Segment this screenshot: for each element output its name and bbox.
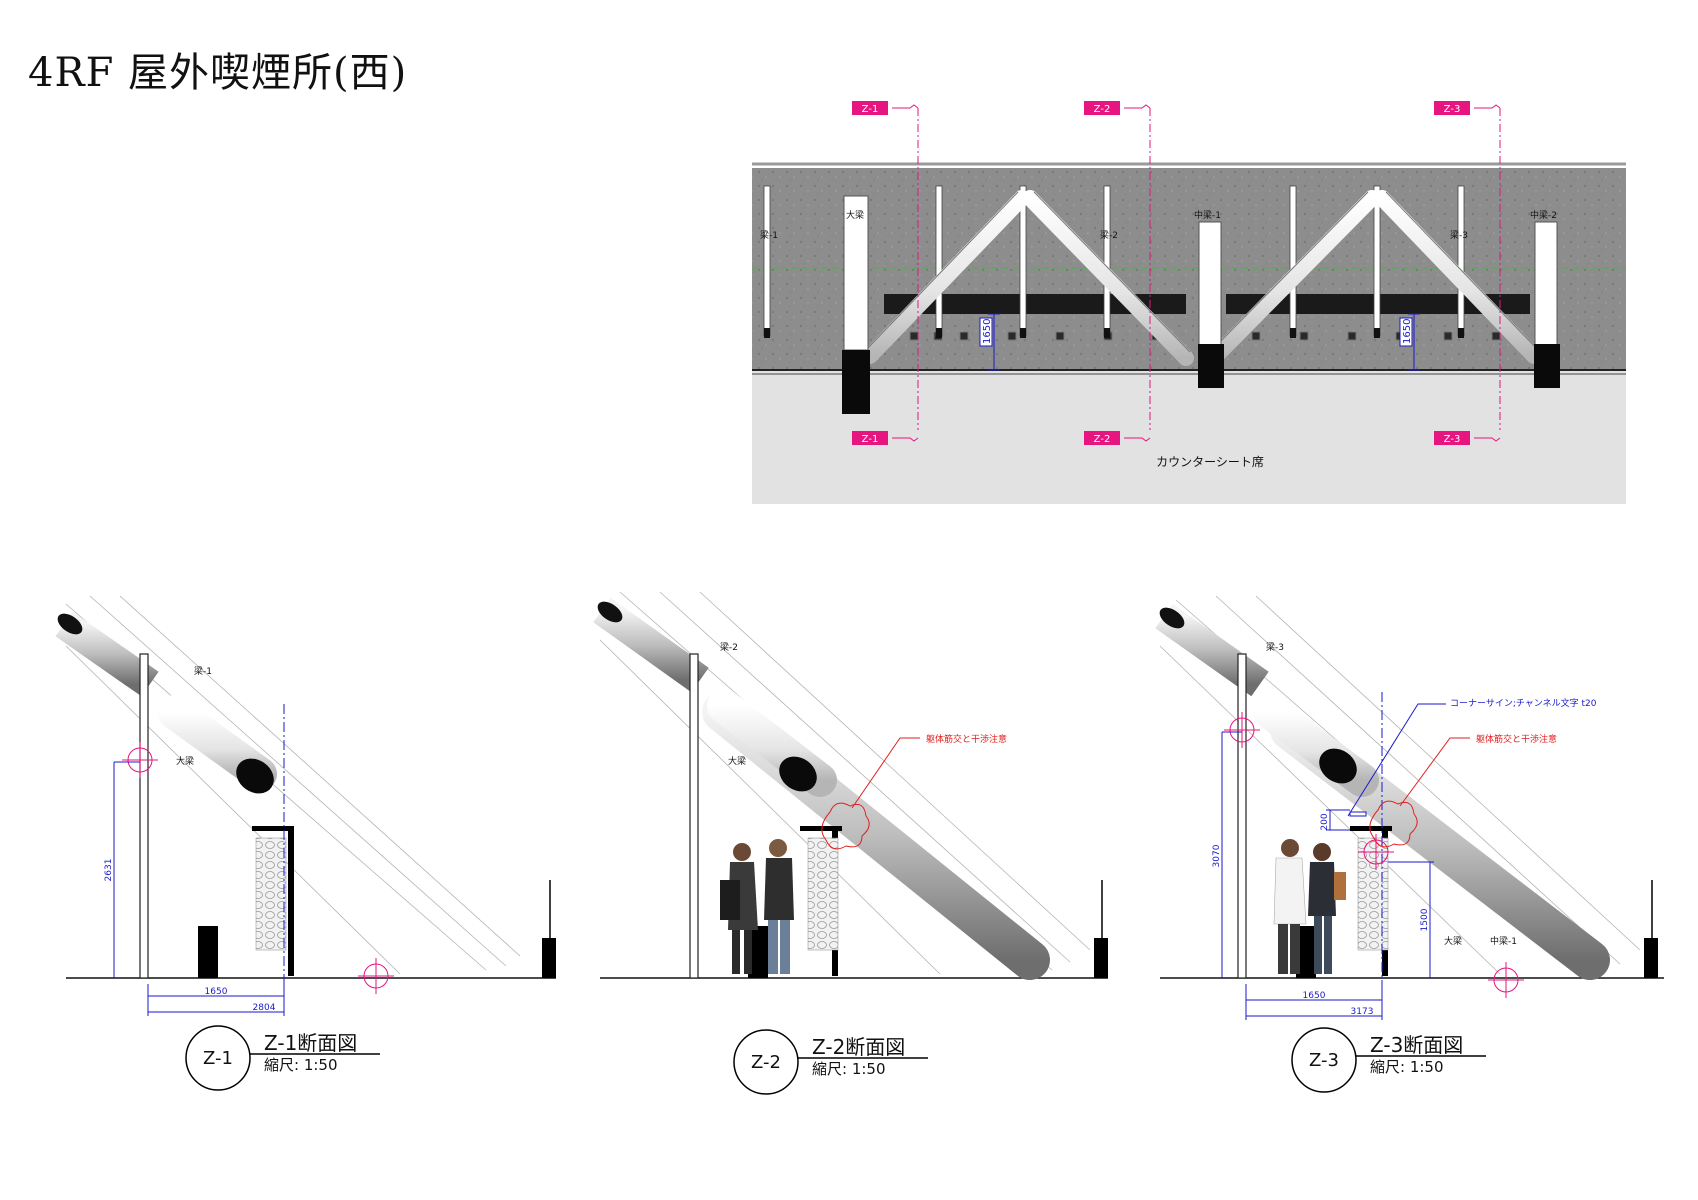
section-scale: 縮尺: 1:50: [812, 1060, 886, 1078]
section-z2: 躯体筋交と干渉注意 梁-2 大梁 Z-2 Z-2断面図 縮尺: 1:50: [593, 591, 1108, 1095]
section-title: Z-1断面図: [264, 1031, 357, 1055]
dim-vertical: 3070: [1212, 844, 1222, 867]
diagonal-braces: [862, 190, 1542, 366]
section-tag: Z-2: [1094, 104, 1111, 115]
section-title: Z-3断面図: [1370, 1033, 1463, 1057]
dim-horizontal: 2804: [253, 1003, 276, 1013]
section-title: Z-2断面図: [812, 1035, 905, 1059]
area-label: カウンターシート席: [1156, 454, 1264, 469]
page-title: 4RF 屋外喫煙所(西): [28, 50, 408, 96]
section-tag: Z-3: [1444, 104, 1461, 115]
plan-view: Z-1 Z-2 Z-3 Z-1 Z-2 Z-3 梁-1 大梁 梁-2 中梁-1 …: [752, 101, 1626, 504]
section-bubble: [1291, 1027, 1357, 1093]
section-tag: Z-2: [1094, 434, 1111, 445]
section-scale: 縮尺: 1:50: [1370, 1058, 1444, 1076]
beam-label: 梁-2: [720, 641, 738, 653]
beam-label: 中梁-2: [1530, 209, 1557, 221]
note-interference: 躯体筋交と干渉注意: [926, 733, 1007, 745]
section-bubble-id: Z-1: [203, 1048, 233, 1069]
floor-area: [752, 370, 1626, 504]
plan-dim: 1650: [982, 319, 993, 344]
dim-vertical: 2631: [104, 859, 114, 882]
beam-label: 梁-3: [1450, 229, 1468, 241]
beam-label: 大梁: [846, 209, 864, 221]
beam-label: 大梁: [1444, 935, 1462, 947]
beam-label: 大梁: [728, 755, 746, 767]
section-bubble: [733, 1029, 799, 1095]
beam-label: 梁-1: [194, 665, 212, 677]
beam-label: 中梁-1: [1490, 935, 1517, 947]
section-tag: Z-1: [862, 104, 879, 115]
section-bubble: [185, 1025, 251, 1091]
beam-label: 梁-2: [1100, 229, 1118, 241]
dim-horizontal: 1650: [205, 987, 228, 997]
beam-label: 中梁-1: [1194, 209, 1221, 221]
counter-bar: [884, 294, 1186, 314]
section-z1: 2631 1650 2804 梁-1 大梁 Z-1 Z-1断面図 縮尺: 1:5…: [55, 595, 556, 1091]
note-interference: 躯体筋交と干渉注意: [1476, 733, 1557, 745]
people-figure: [720, 839, 794, 974]
section-scale: 縮尺: 1:50: [264, 1056, 338, 1074]
plan-dim: 1650: [1402, 319, 1413, 344]
dim-vertical: 1500: [1420, 908, 1430, 931]
beam-label: 梁-3: [1266, 641, 1284, 653]
main-columns: [842, 195, 1560, 414]
beam-label: 大梁: [176, 755, 194, 767]
note-corner-sign: コーナーサイン;チャンネル文字 t20: [1450, 697, 1597, 709]
section-tag: Z-3: [1444, 434, 1461, 445]
section-z3: 躯体筋交と干渉注意 コーナーサイン;チャンネル文字 t20 3070 200 1…: [1155, 595, 1664, 1093]
dim-horizontal: 3173: [1351, 1007, 1374, 1017]
dim-horizontal: 1650: [1303, 991, 1326, 1001]
section-bubble-id: Z-2: [751, 1052, 781, 1073]
section-tag: Z-1: [862, 434, 879, 445]
beam-label: 梁-1: [760, 229, 778, 241]
people-figure: [1273, 839, 1346, 974]
section-bubble-id: Z-3: [1309, 1050, 1339, 1071]
dim-vertical: 200: [1320, 813, 1330, 830]
